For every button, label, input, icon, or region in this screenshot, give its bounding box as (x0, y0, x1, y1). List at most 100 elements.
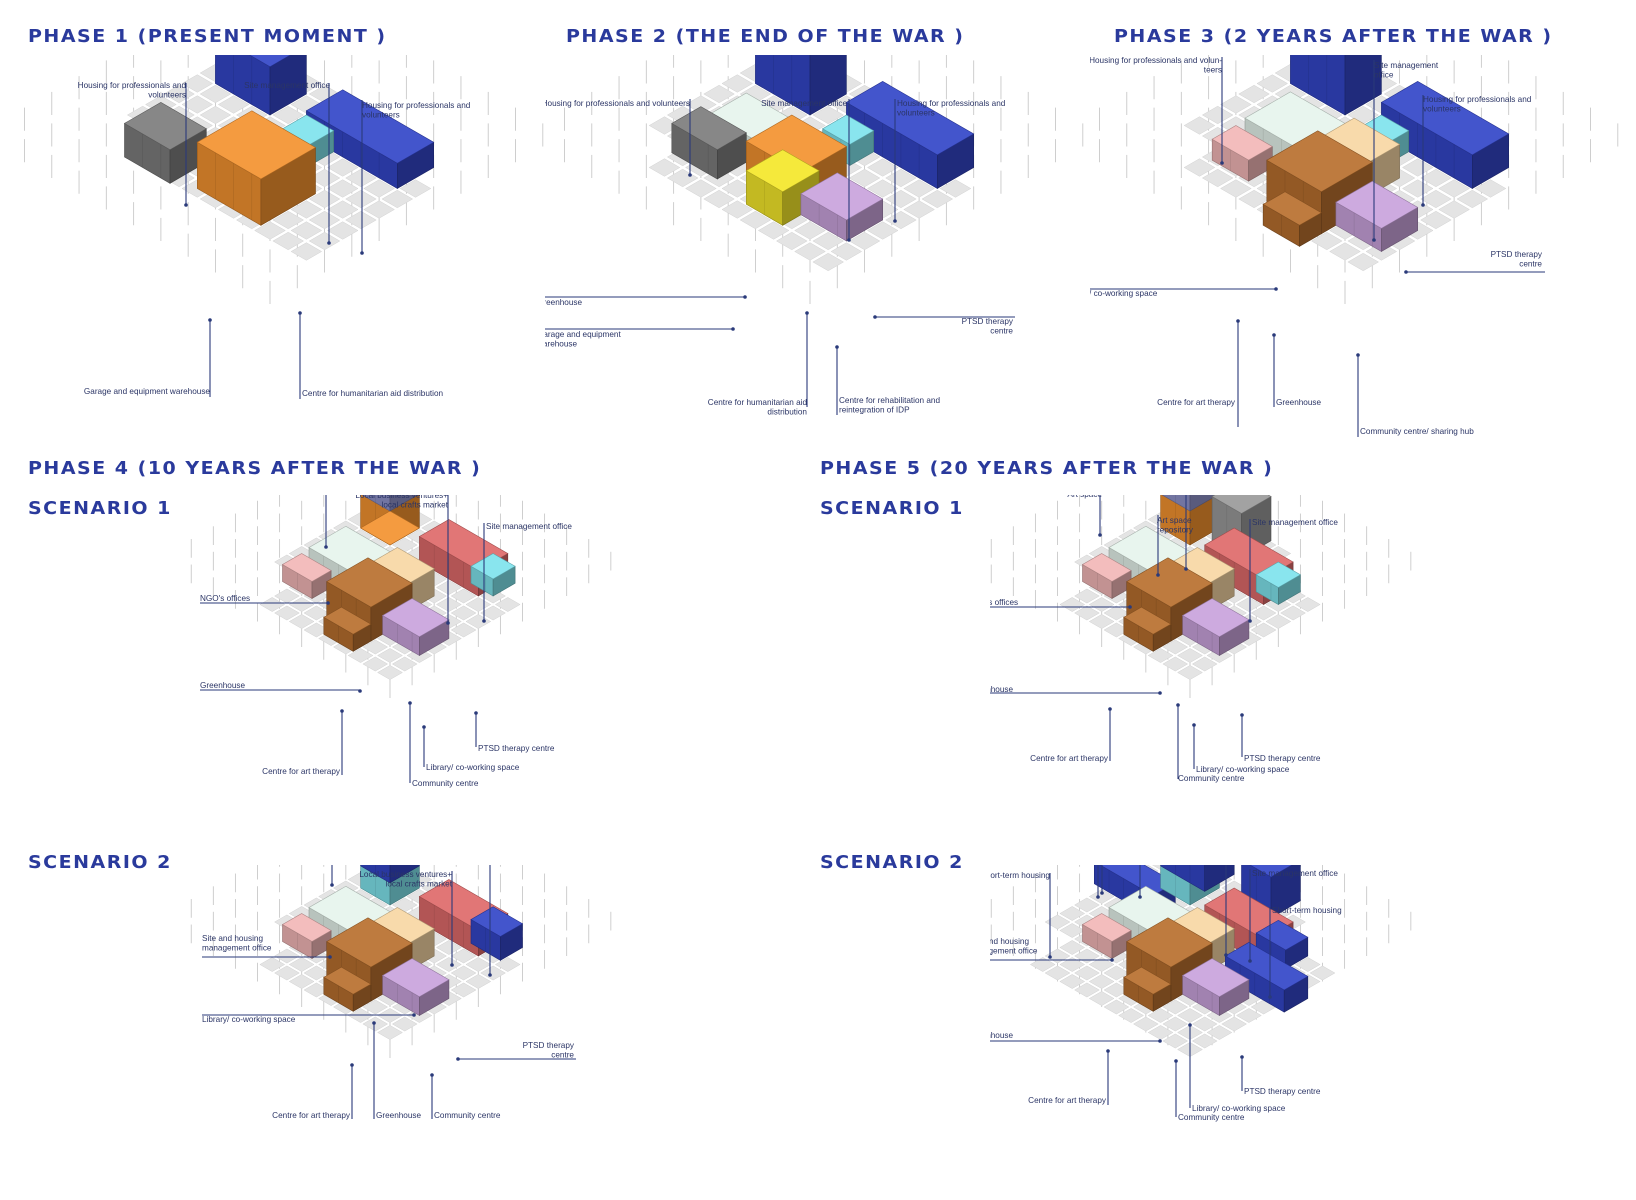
ground-tile (274, 965, 300, 981)
p5s1-label-community-text-0: Community centre (1178, 774, 1245, 783)
p4s2-short-term-block-b (470, 906, 524, 961)
p4s1-label-ptsd-text-0: PTSD therapy centre (478, 744, 555, 753)
ground-tile (391, 1016, 418, 1032)
p2-label-rehab-text-1: reintegration of IDP (839, 406, 910, 415)
ground-tile (1059, 974, 1086, 989)
p2-label-greenhouse: Greenhouse (545, 295, 747, 307)
p4s1-community-block-top-face (326, 557, 413, 608)
p2-housing-block-b-top-face (845, 81, 975, 156)
p4s1-art-space-block-right-face (389, 495, 419, 512)
ground-tile (362, 656, 389, 672)
ground-tile (1474, 179, 1507, 198)
ground-tile (435, 957, 462, 972)
p3-label-community: Community centre/ sharing hub (1356, 353, 1474, 437)
p5s1-label-site: Site management office (1248, 518, 1338, 623)
p5s2-short-term-block-right-top-face (1224, 942, 1309, 991)
p3-label-art: Centre for art therapy (1157, 319, 1240, 427)
ground-tile (1074, 965, 1100, 981)
p4s2-short-term-tower (360, 865, 420, 884)
ground-tile (1265, 614, 1292, 629)
p4s1-label-art-space: Art space (324, 495, 328, 549)
p2-label-aid-text-0: Centre for humanitarian aid (708, 398, 808, 407)
ground-tile (362, 639, 389, 655)
p3-label-community-dot (1356, 353, 1360, 357)
p2-site-office-block-top-face (822, 114, 875, 145)
ground-tile (1191, 1033, 1218, 1049)
p4s1-label-ngo-text-0: NGO's offices (200, 594, 250, 603)
ground-tile (1074, 605, 1100, 621)
p3-label-housing-a: Housing for professionals and volun-teer… (1090, 56, 1224, 165)
p3-ptsd-block-top-face (1335, 180, 1419, 229)
ground-tile (345, 189, 377, 209)
p4s1-label-business-dot (446, 621, 450, 625)
p1-label-aid: Centre for humanitarian aid distribution (298, 311, 444, 399)
p5s2-label-library-text-0: Library/ co-working space (1192, 1104, 1286, 1113)
p4s2-ptsd-block (382, 958, 450, 1017)
p4s2-label-library-dot (412, 1013, 416, 1017)
ground-tile (867, 221, 899, 240)
p5s2-label-short-e: Short-term housing (1268, 906, 1342, 999)
p4s2-label-art-dot (350, 1063, 354, 1067)
ground-tile (345, 168, 377, 188)
ground-tile (685, 179, 717, 198)
ground-tile (1250, 605, 1277, 621)
ground-tile (1329, 242, 1361, 261)
p4s2-label-business-text-0: Local business ventures+ (359, 870, 452, 879)
p2-housing-block-b (845, 81, 975, 190)
p5s2-label-ptsd: PTSD therapy centre (1240, 1055, 1321, 1096)
p1-aid-centre-block-top-face (196, 110, 317, 180)
ground-tile (327, 158, 359, 177)
phase5-heading: PHASE 5 (20 YEARS AFTER THE WAR ) (820, 458, 1274, 479)
ground-tile (163, 84, 195, 104)
p4s1-label-site: Site management office (482, 522, 572, 623)
p3-label-ptsd-text-1: centre (1519, 260, 1542, 269)
ground-tile (288, 957, 315, 972)
ground-tile (217, 95, 250, 114)
ground-tile (1294, 957, 1321, 972)
p5s2-short-term-block-b-top-face (1255, 919, 1309, 951)
ground-tile (465, 974, 492, 989)
ground-tile (1059, 597, 1086, 612)
ground-tile (1162, 1016, 1189, 1032)
phase1-diagram: Housing for professionals andvolunteersS… (24, 55, 544, 399)
p5s2-label-short-b-dot (1096, 895, 1100, 899)
ground-tile (308, 189, 341, 209)
ground-tile (272, 210, 305, 230)
ground-tile (363, 179, 395, 198)
ground-tile (1177, 665, 1203, 680)
ground-tile (465, 597, 492, 612)
p5s1-label-greenhouse-dot (1158, 691, 1162, 695)
p3-label-art-text-0: Centre for art therapy (1157, 398, 1236, 407)
p5s2-art-therapy-block-top-face (1081, 913, 1132, 942)
p5s2-label-art: Centre for art therapy (1028, 1049, 1110, 1105)
ground-tile (450, 588, 477, 604)
ground-tile (867, 158, 899, 177)
ground-tile (494, 597, 521, 612)
ground-tile (435, 597, 462, 612)
p3-art-therapy-block (1211, 125, 1273, 182)
ground-tile (274, 948, 300, 964)
ground-tile (450, 622, 477, 638)
ground-tile (1162, 1033, 1189, 1049)
p5s2-label-short-d-dot (1048, 955, 1052, 959)
phase4-scenario1-diagram: Art spaceLocal business ventures+local c… (190, 495, 612, 788)
ground-tile (1044, 965, 1071, 981)
ground-tile (1147, 1008, 1174, 1023)
p2-label-site-text-0: Site management office (761, 99, 847, 108)
p5s2-label-short-d: Short-term housing (990, 871, 1052, 959)
ground-tile (465, 614, 492, 629)
p3-art-therapy-block-top-face (1211, 125, 1273, 161)
p2-label-garage-text-1: warehouse (545, 340, 578, 349)
p5s1-label-ngo-text-0: NGO's offices (990, 598, 1018, 607)
ground-tile (391, 656, 418, 672)
p3-label-housing-a-dot (1220, 161, 1224, 165)
ground-tile (290, 200, 323, 219)
ground-tile (775, 231, 808, 251)
ground-tile (1177, 648, 1203, 663)
